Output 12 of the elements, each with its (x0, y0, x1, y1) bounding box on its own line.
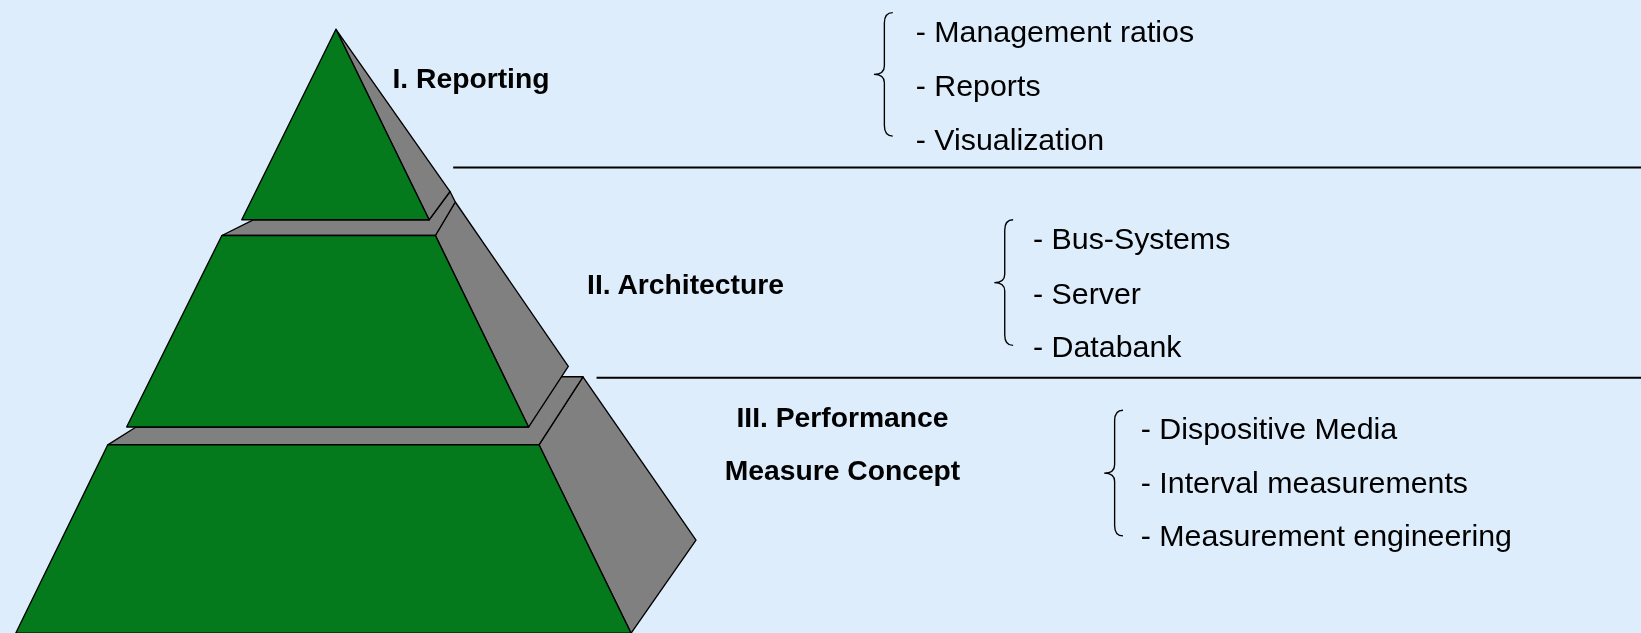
list-item: - Dispositive Media (1139, 410, 1398, 447)
list-item: - Databank (1032, 328, 1182, 366)
tier-heading: I. Reporting (391, 61, 551, 97)
list-item: - Management ratios (914, 13, 1195, 51)
list-item: - Bus-Systems (1032, 220, 1231, 258)
list-item: - Reports (914, 68, 1041, 105)
list-item: - Measurement engineering (1139, 518, 1512, 555)
list-item: - Server (1032, 275, 1141, 312)
list-item: - Visualization (914, 121, 1105, 158)
tier-heading: II. Architecture (586, 268, 785, 303)
list-item: - Interval measurements (1139, 464, 1469, 502)
tier-heading: III. Performance Measure Concept (723, 400, 962, 489)
